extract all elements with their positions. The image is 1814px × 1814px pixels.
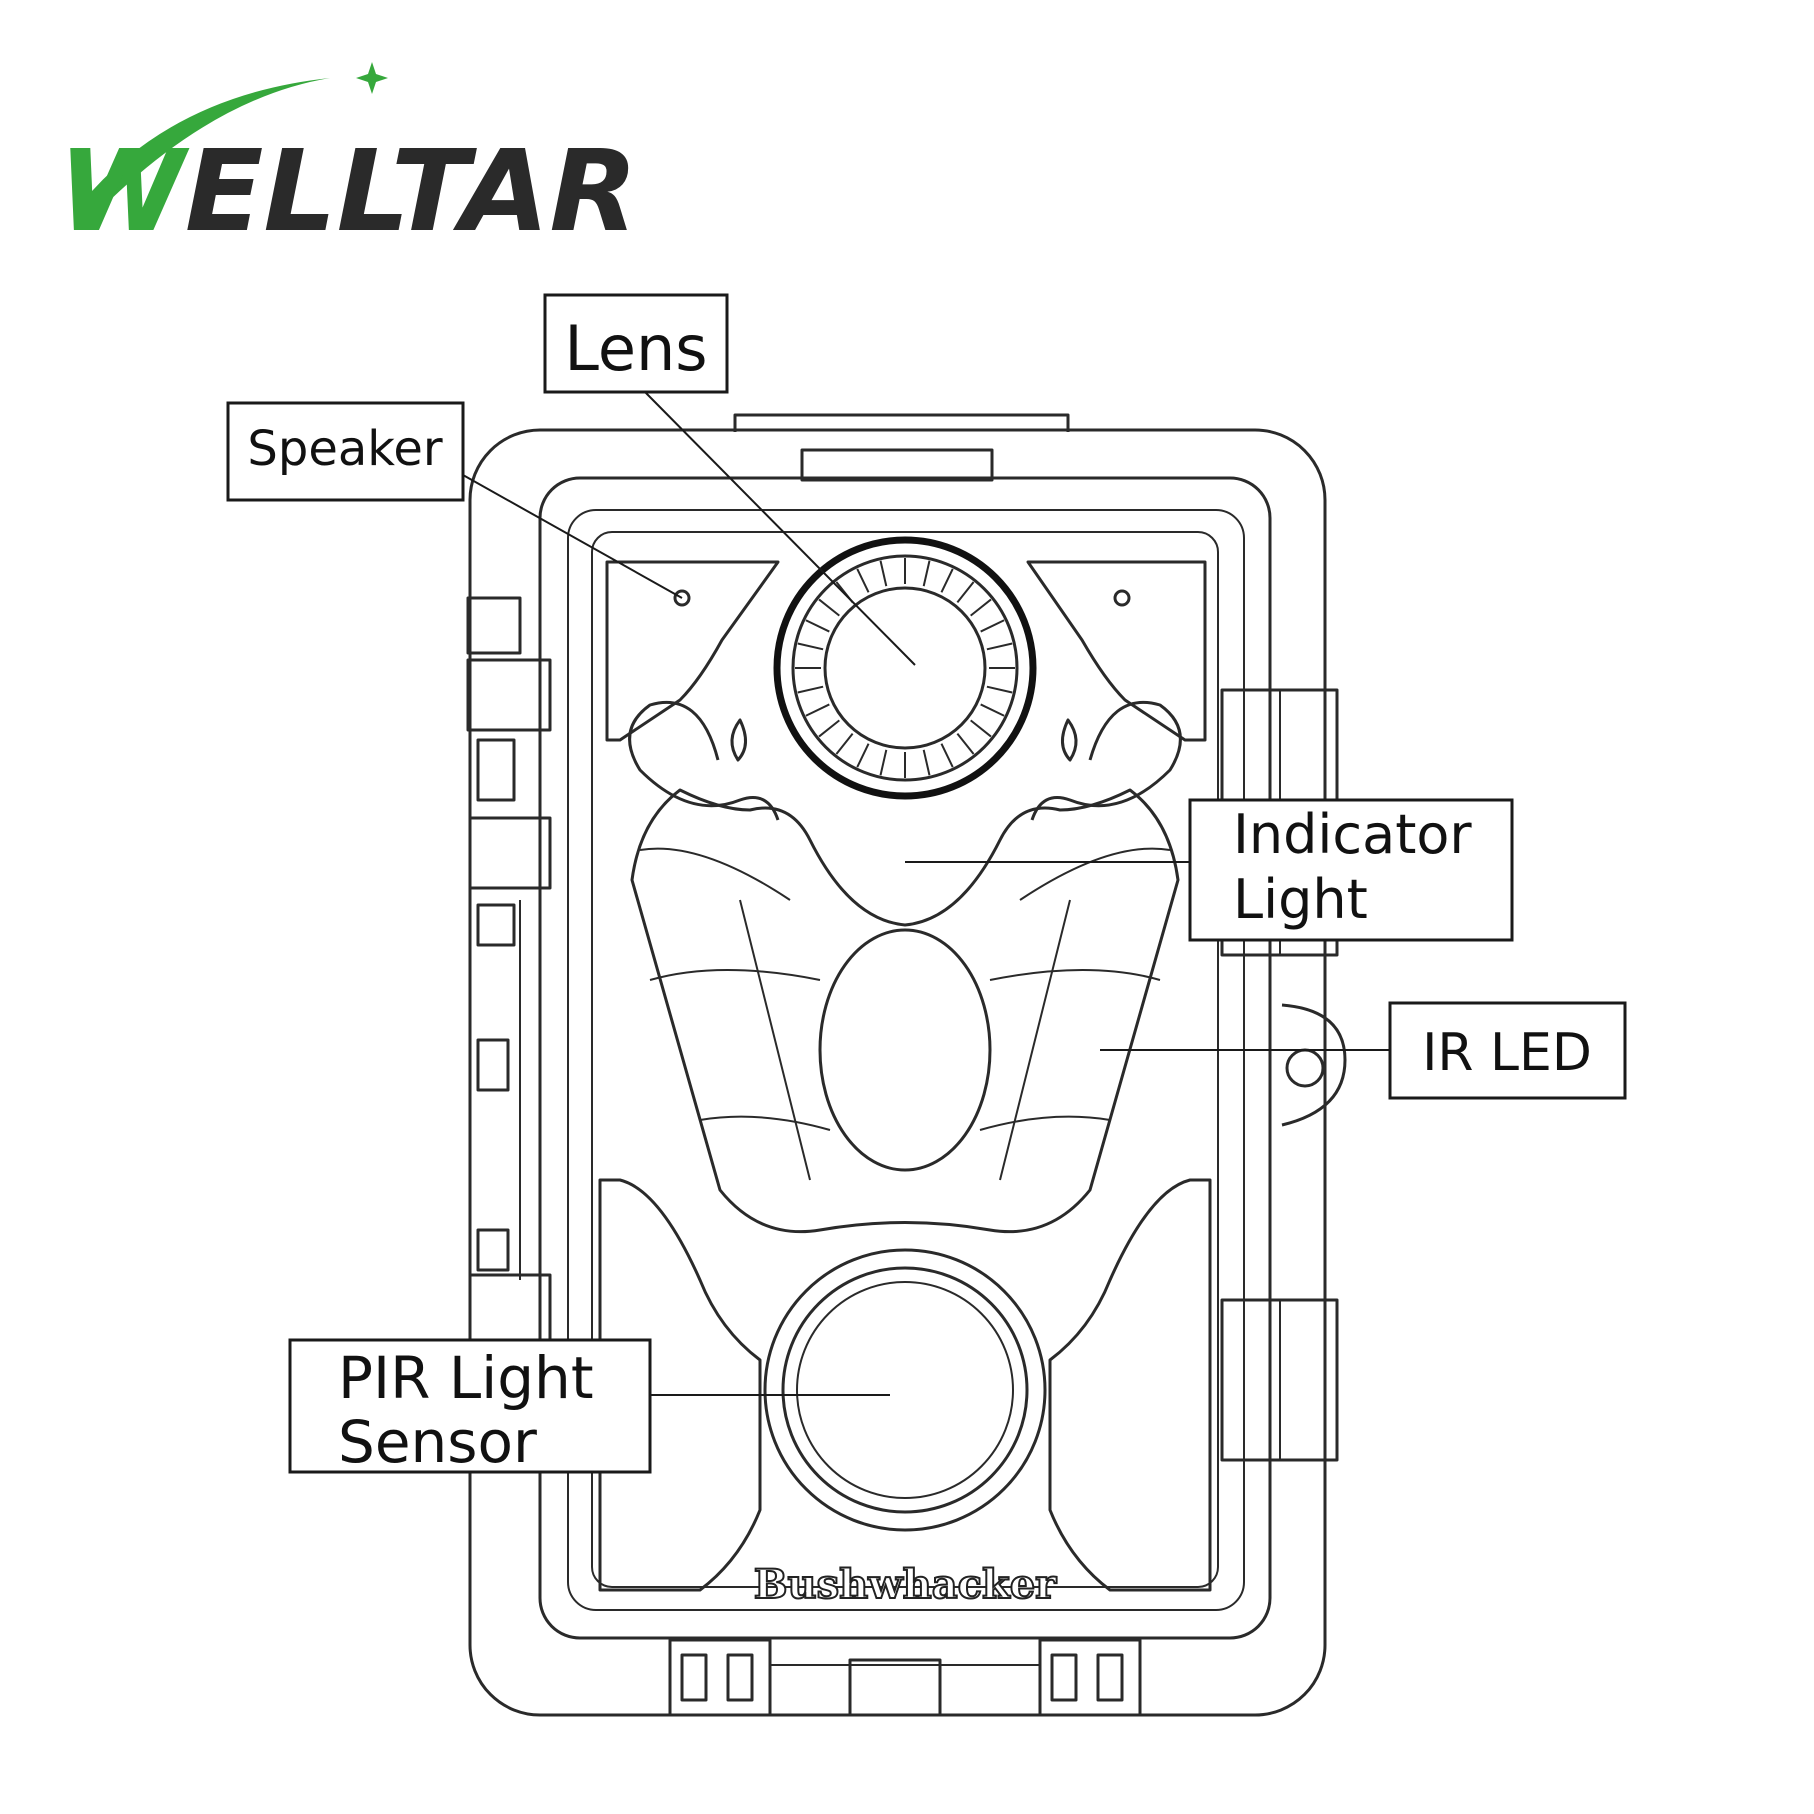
brand-logo: WELLTAR [58,62,638,257]
callout-speaker: Speaker [226,401,465,502]
ir-panel [630,788,1180,1234]
lens-ridge [956,733,975,755]
lens-ridge [879,749,888,776]
lens-ridge [805,703,830,717]
leader-lines [462,391,1390,1396]
left-wing-curve [628,700,780,821]
camera-body: Bushwhacker [466,413,1347,1717]
pir-label-line1: PIR Light [338,1344,594,1412]
left-hinges [466,596,552,1342]
lens-ridge [970,598,992,617]
lens-ridge [818,598,840,617]
lens-ridge [922,749,931,776]
lower-right-leg [1048,1178,1212,1592]
lens-ridge [818,719,840,738]
lens-ridge [956,581,975,603]
lens-ridge [986,642,1013,651]
right-wing-curve [1030,700,1182,821]
pir-sensor [763,1248,1047,1532]
top-right-panel [1026,560,1207,742]
face-border [591,531,1219,1588]
logo-swoosh [80,78,330,215]
bottom-clips [668,1638,1142,1717]
ir-led-label: IR LED [1422,1023,1592,1083]
lens-ridge [856,743,870,768]
callout-lens: Lens [543,293,729,394]
lock-hole [1285,1048,1325,1088]
lens-ridge [835,733,854,755]
top-left-panel [605,560,780,742]
top-clip [800,448,994,482]
lens-label: Lens [564,312,707,385]
lens-ring-ridges [795,558,1015,778]
callout-pir-sensor: PIR Light Sensor [288,1338,652,1476]
speaker-leader [462,474,683,599]
outer-shell [468,428,1327,1717]
lens-ridge [879,560,888,587]
lens-ridge [797,642,824,651]
indicator-label-line1: Indicator [1233,803,1472,866]
right-lock-tab [1281,1003,1347,1127]
logo-text: WELLTAR [58,127,638,257]
pir-label-line2: Sensor [338,1408,537,1476]
lens-ridge [980,619,1005,633]
indicator-hole [1113,589,1131,607]
lens-ridge [856,568,870,593]
lens-ridge [922,560,931,587]
right-wing-eye [1061,718,1078,762]
lower-left-leg [598,1178,762,1592]
lens-ridge [940,743,954,768]
top-strap-mount [733,413,1070,432]
callout-indicator-light: Indicator Light [1188,798,1514,942]
inner-frame [538,476,1272,1640]
lens-ridge [797,685,824,694]
brand-mark: Bushwhacker [754,1561,1057,1608]
lens-leader [644,391,916,666]
speaker-label: Speaker [247,421,443,477]
callout-ir-led: IR LED [1388,1001,1627,1100]
speaker-hole [673,589,691,607]
lens-ridge [940,568,954,593]
lens-ridge [980,703,1005,717]
lens-ridge [805,619,830,633]
face-plate [567,509,1245,1611]
logo-star-icon [356,62,388,94]
camera-lens [773,536,1037,800]
lens-ridge [970,719,992,738]
indicator-label-line2: Light [1233,868,1368,931]
center-oval [818,928,992,1172]
lens-ridge [986,685,1013,694]
left-wing-eye [730,718,747,762]
